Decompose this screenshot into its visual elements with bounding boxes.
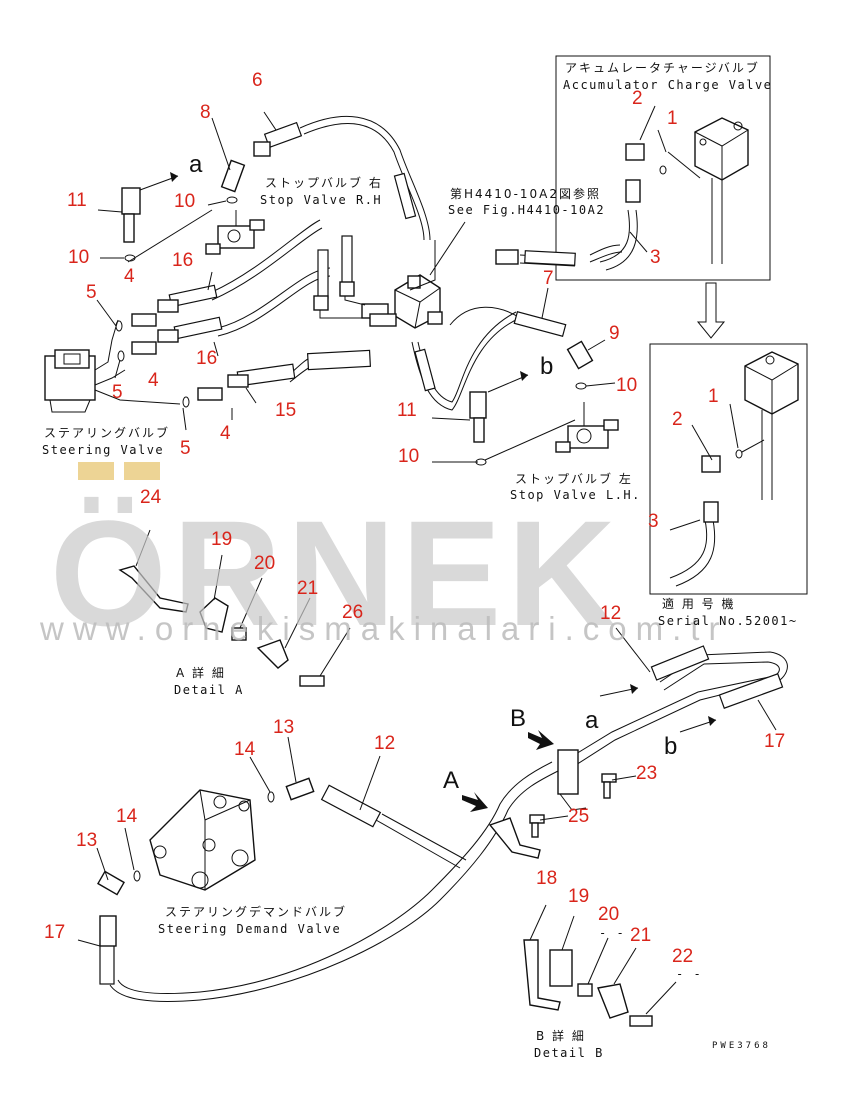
callout: 4 [148, 370, 159, 391]
callout: 14 [234, 739, 256, 760]
stop-valve-lh [555, 402, 619, 453]
flow-arrows-lower [599, 684, 717, 733]
watermark-url: www.ornekismakinalari.com.tr [39, 610, 728, 647]
label-demand-valve-jp: ステアリングデマンドバルブ [165, 904, 347, 919]
fittings-upper [115, 141, 743, 466]
dash-mark-20: - - [599, 926, 625, 940]
label-detail-a-en: Detail A [174, 683, 244, 697]
label-serial-en: Serial No.52001~ [658, 614, 798, 628]
callout: 1 [667, 108, 678, 129]
callout: 5 [112, 382, 123, 403]
label-stop-valve-rh-en: Stop Valve R.H [260, 193, 382, 207]
accumulator-valve-2 [669, 351, 799, 587]
callout: 2 [672, 409, 683, 430]
view-arrows [462, 730, 554, 812]
view-label-a: A [443, 767, 459, 794]
callout: 3 [648, 511, 659, 532]
clamp-brackets [488, 749, 617, 859]
arrow-label-a-lower: a [585, 707, 599, 734]
callout: 12 [600, 603, 621, 624]
callout: 17 [44, 922, 65, 943]
callout: 19 [211, 529, 232, 550]
callout: 20 [254, 553, 275, 574]
label-serial-jp: 適 用 号 機 [662, 596, 735, 611]
serial-variant-box [649, 343, 808, 595]
callout: 13 [76, 830, 97, 851]
lower-hoses [97, 645, 784, 985]
callout: 12 [374, 733, 395, 754]
callout: 22 [672, 946, 693, 967]
callout: 9 [609, 323, 620, 344]
callout: 10 [174, 191, 195, 212]
arrow-label-a-upper: a [189, 151, 203, 178]
label-steering-valve-jp: ステアリングバルブ [44, 425, 170, 440]
accumulator-box [555, 55, 771, 281]
label-demand-valve-en: Steering Demand Valve [158, 922, 341, 936]
callout: 16 [196, 348, 217, 369]
detail-a-parts [118, 529, 351, 687]
flow-arrows-upper [139, 172, 529, 393]
callout: 11 [67, 190, 87, 211]
callout: 11 [397, 400, 417, 421]
view-label-b: B [510, 705, 526, 732]
callout: 10 [398, 446, 419, 467]
steering-demand-valve [149, 789, 256, 891]
label-steering-valve-en: Steering Valve [42, 443, 164, 457]
label-drawing-code: PWE3768 [712, 1041, 771, 1051]
callout: 26 [342, 602, 363, 623]
callout: 21 [630, 925, 651, 946]
hose-segments [168, 121, 576, 392]
callout: 4 [220, 423, 231, 444]
callout: 21 [297, 578, 318, 599]
leaders-lower [77, 627, 777, 947]
steering-valve [44, 319, 181, 413]
arrow-label-b-lower: b [664, 733, 677, 760]
callout: 2 [632, 88, 643, 109]
callout: 17 [764, 731, 785, 752]
accumulator-valve-1 [599, 117, 749, 271]
label-see-fig-en: See Fig.H4410-10A2 [448, 203, 605, 217]
callout: 10 [616, 375, 637, 396]
label-stop-valve-lh-en: Stop Valve L.H. [510, 488, 641, 502]
label-see-fig-jp: 第H4410-10A2図参照 [450, 186, 601, 201]
arrow-label-b-upper: b [540, 353, 553, 380]
stop-valve-rh [205, 210, 265, 255]
central-valve-block [319, 274, 443, 329]
callout: 15 [275, 400, 296, 421]
label-accumulator-jp: アキュムレータチャージバルブ [565, 60, 760, 75]
callout: 20 [598, 904, 619, 925]
callout: 10 [68, 247, 89, 268]
callout: 5 [86, 282, 97, 303]
callout: 7 [543, 268, 554, 289]
callout: 18 [536, 868, 557, 889]
callout: 14 [116, 806, 138, 827]
lower-pipe-lines [109, 651, 788, 1002]
label-detail-a-jp: A 詳 細 [176, 665, 226, 680]
label-stop-valve-lh-jp: ストップバルブ 左 [515, 471, 633, 486]
callout: 6 [252, 70, 263, 91]
callout: 4 [124, 266, 135, 287]
callout: 23 [636, 763, 657, 784]
detail-b-parts [523, 904, 677, 1027]
label-stop-valve-rh-jp: ストップバルブ 右 [265, 175, 383, 190]
watermark: ÖRNEK www.ornekismakinalari.com.tr [39, 462, 728, 657]
callout: 8 [200, 102, 211, 123]
dash-mark-22: - - [676, 967, 702, 981]
callout: 24 [140, 487, 162, 508]
transition-arrow [696, 282, 726, 339]
watermark-brand: ÖRNEK [50, 489, 622, 657]
label-accumulator-en: Accumulator Charge Valve [563, 78, 772, 92]
callout: 16 [172, 250, 193, 271]
label-detail-b-jp: B 詳 細 [536, 1028, 586, 1043]
callout: 13 [273, 717, 294, 738]
callout: 25 [568, 806, 589, 827]
leaders-upper [96, 105, 739, 531]
callout: 3 [650, 247, 661, 268]
label-detail-b-en: Detail B [534, 1046, 604, 1060]
callout: 5 [180, 438, 191, 459]
callout: 1 [708, 386, 719, 407]
callout: 19 [568, 886, 589, 907]
